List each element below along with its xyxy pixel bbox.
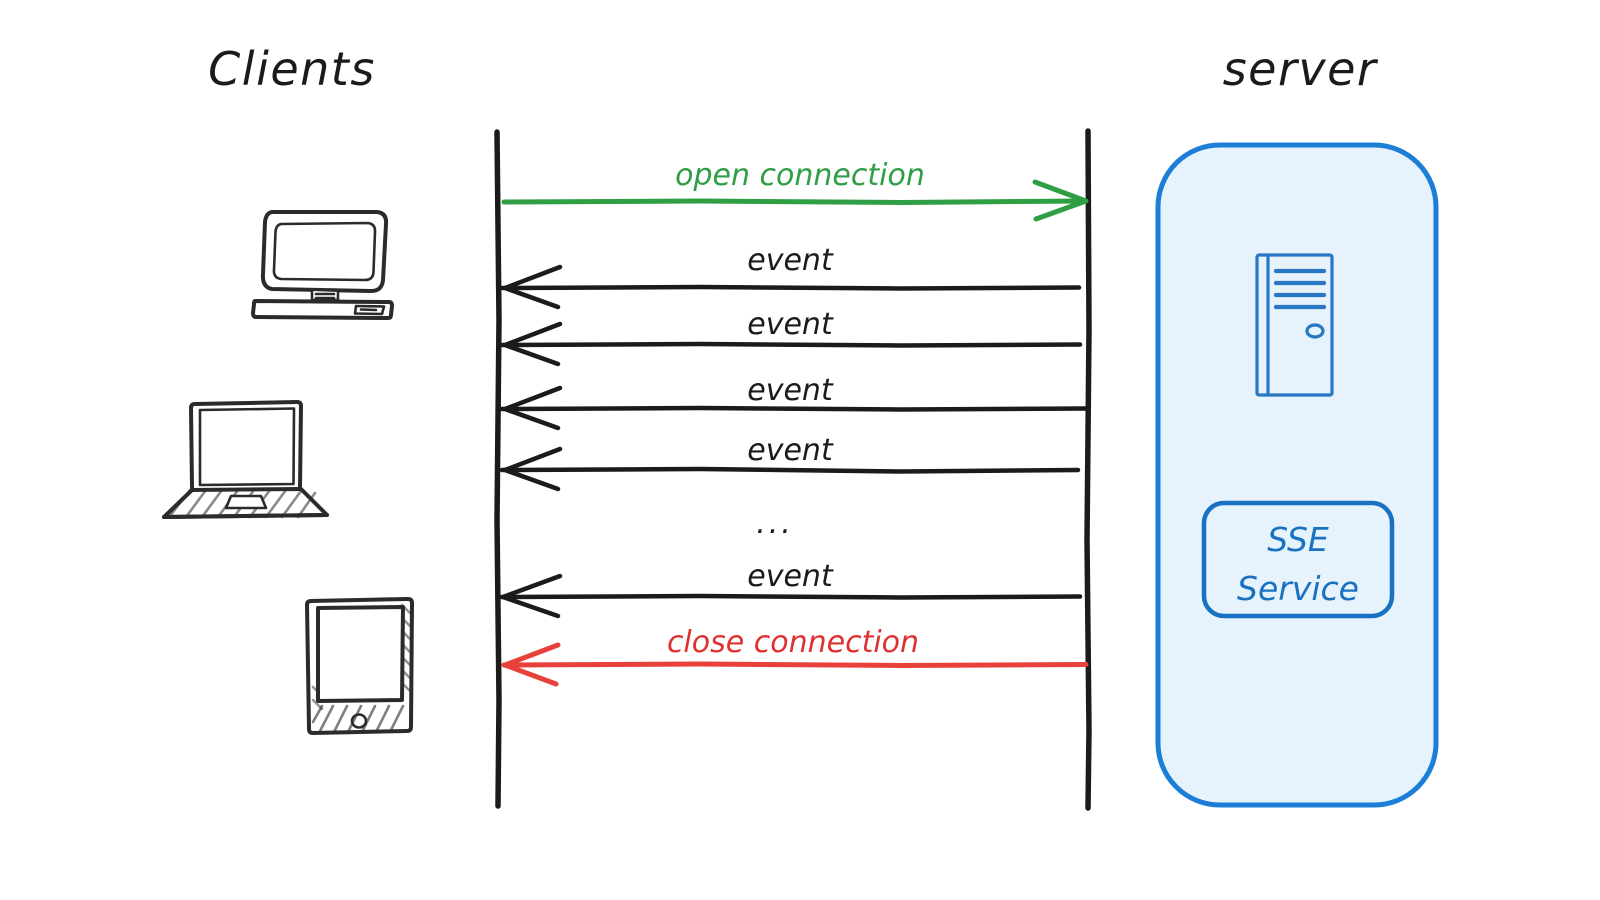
server-lifeline xyxy=(1084,128,1092,811)
laptop-icon xyxy=(162,400,329,519)
server-title: server xyxy=(1223,42,1379,96)
message-close-connection: close connection xyxy=(501,625,1089,687)
client-lifeline xyxy=(494,129,502,809)
sse-service-line2: Service xyxy=(1237,569,1359,608)
message-label-event-1: event xyxy=(747,243,834,278)
message-event-2: event xyxy=(499,307,1083,367)
message-label-event-4: event xyxy=(747,433,834,468)
message-event-4: event xyxy=(499,433,1081,492)
clients-title: Clients xyxy=(208,42,376,96)
tablet-icon xyxy=(305,597,414,735)
message-label-open-connection: open connection xyxy=(675,158,925,193)
message-ellipsis: ... xyxy=(756,506,794,541)
message-label-close-connection: close connection xyxy=(667,625,919,660)
server-container xyxy=(1155,142,1439,808)
server-tower-icon xyxy=(1255,253,1334,397)
message-event-3: event xyxy=(499,373,1088,431)
desktop-computer-icon xyxy=(251,210,394,320)
message-label-event-2: event xyxy=(747,307,834,342)
message-label-event-5: event xyxy=(747,559,834,594)
message-open-connection: open connection xyxy=(501,158,1089,222)
message-event-1: event xyxy=(499,243,1082,310)
message-event-5: event xyxy=(499,559,1083,619)
message-label-event-3: event xyxy=(747,373,834,408)
sse-service-line1: SSE xyxy=(1267,520,1329,559)
message-label-ellipsis: ... xyxy=(756,506,794,541)
sse-service-box: SSE Service xyxy=(1201,500,1395,619)
